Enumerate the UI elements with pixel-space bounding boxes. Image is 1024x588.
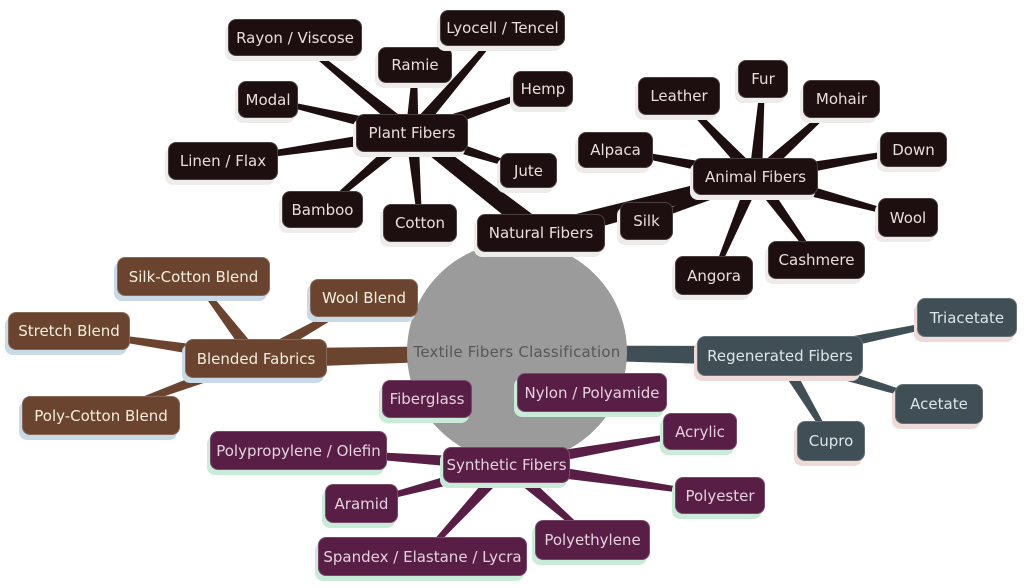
node-wool: Wool — [878, 198, 938, 237]
root-node: Textile Fibers Classification — [407, 242, 627, 462]
node-regenerated-fibers: Regenerated Fibers — [697, 336, 863, 376]
node-cashmere: Cashmere — [768, 241, 865, 279]
root-label: Textile Fibers Classification — [413, 343, 621, 361]
node-linen-flax: Linen / Flax — [168, 142, 278, 180]
node-plant-fibers: Plant Fibers — [356, 114, 468, 152]
node-wool-blend: Wool Blend — [310, 279, 418, 317]
node-angora: Angora — [675, 256, 753, 295]
node-leather: Leather — [638, 77, 720, 115]
node-modal: Modal — [238, 81, 298, 118]
node-polyester: Polyester — [675, 477, 765, 514]
node-fur: Fur — [738, 60, 788, 98]
edge-plant-fibers-to-lyocell-tencel — [407, 26, 504, 138]
node-silk: Silk — [620, 202, 673, 240]
node-silk-cotton-blend: Silk-Cotton Blend — [117, 257, 270, 296]
edge-plant-fibers-to-rayon-viscose — [293, 36, 417, 138]
edge-animal-fibers-to-angora — [712, 174, 762, 277]
node-hemp: Hemp — [513, 71, 573, 107]
edge-synthetic-fibers-to-spandex-elastane-lycra — [421, 460, 512, 558]
node-natural-fibers: Natural Fibers — [477, 214, 605, 252]
edge-plant-fibers-to-cotton — [405, 132, 422, 224]
node-fiberglass: Fiberglass — [382, 380, 472, 418]
node-synthetic-fibers: Synthetic Fibers — [443, 447, 570, 483]
node-ramie: Ramie — [378, 47, 452, 83]
node-bamboo: Bamboo — [282, 191, 363, 228]
edge-natural-fibers-to-plant-fibers — [408, 127, 548, 241]
node-poly-cotton-blend: Poly-Cotton Blend — [22, 396, 180, 435]
node-polyethylene: Polyethylene — [535, 520, 650, 560]
node-animal-fibers: Animal Fibers — [693, 158, 818, 195]
node-polypropylene-olefin: Polypropylene / Olefin — [210, 431, 387, 470]
node-stretch-blend: Stretch Blend — [8, 312, 130, 350]
node-jute: Jute — [500, 153, 557, 188]
node-spandex-elastane-lycra: Spandex / Elastane / Lycra — [318, 537, 527, 576]
node-nylon-polyamide: Nylon / Polyamide — [517, 373, 667, 412]
node-blended-fabrics: Blended Fabrics — [185, 339, 327, 378]
node-cotton: Cotton — [383, 204, 457, 242]
node-acetate: Acetate — [895, 384, 983, 424]
node-lyocell-tencel: Lyocell / Tencel — [440, 10, 565, 46]
node-aramid: Aramid — [325, 484, 398, 523]
node-triacetate: Triacetate — [917, 298, 1017, 337]
edge-animal-fibers-to-fur — [749, 78, 765, 177]
node-alpaca: Alpaca — [578, 132, 653, 168]
node-cupro: Cupro — [797, 421, 865, 461]
node-down: Down — [880, 132, 947, 167]
node-acrylic: Acrylic — [663, 413, 737, 450]
node-mohair: Mohair — [803, 80, 880, 118]
node-rayon-viscose: Rayon / Viscose — [228, 19, 362, 56]
